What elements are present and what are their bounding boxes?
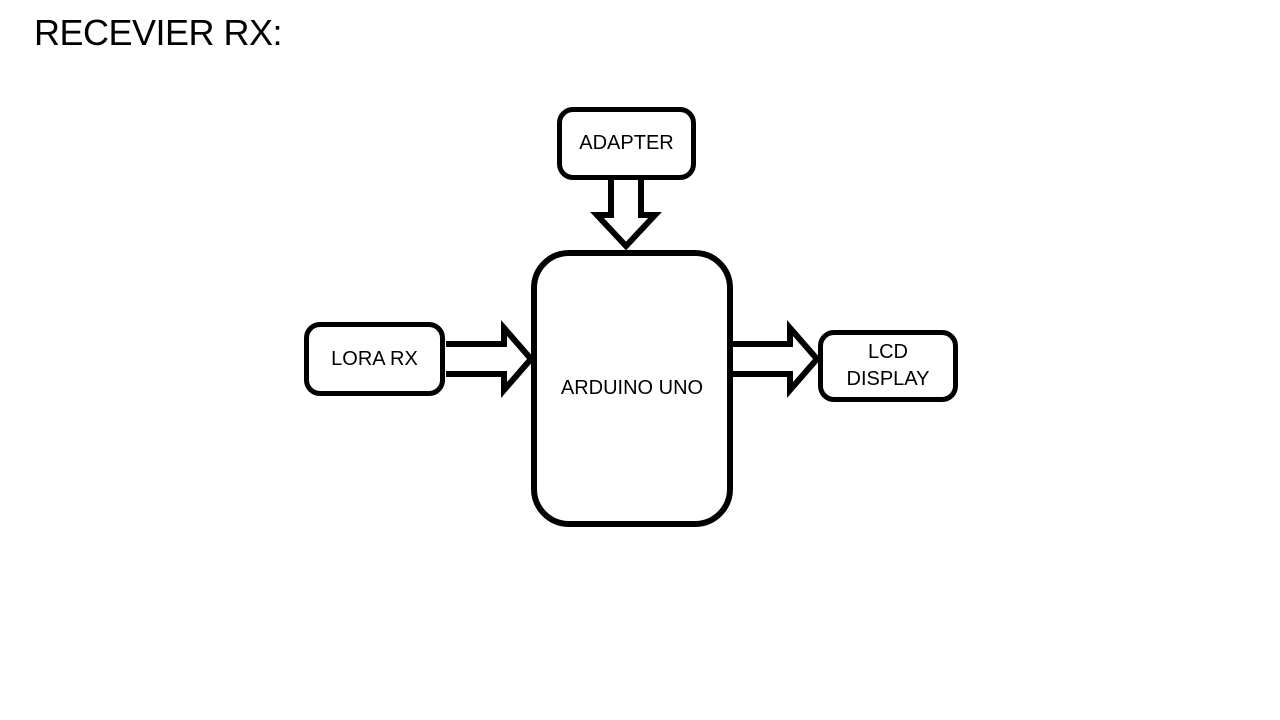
lora-to-arduino-arrow	[446, 319, 535, 399]
adapter-label: ADAPTER	[579, 132, 674, 154]
adapter-node: ADAPTER	[557, 107, 696, 180]
arduino-label: ARDUINO UNO	[560, 377, 704, 399]
arduino-to-lcd-arrow	[733, 319, 821, 399]
lora-rx-label: LORA RX	[331, 347, 418, 370]
arduino-node: ARDUINO UNO	[531, 250, 733, 527]
page-title: RECEVIER RX:	[34, 12, 283, 53]
lcd-display-label: LCD DISPLAY	[846, 341, 930, 390]
lcd-display-node: LCD DISPLAY	[818, 330, 958, 402]
lora-rx-node: LORA RX	[304, 322, 445, 396]
adapter-to-arduino-arrow	[590, 179, 662, 251]
